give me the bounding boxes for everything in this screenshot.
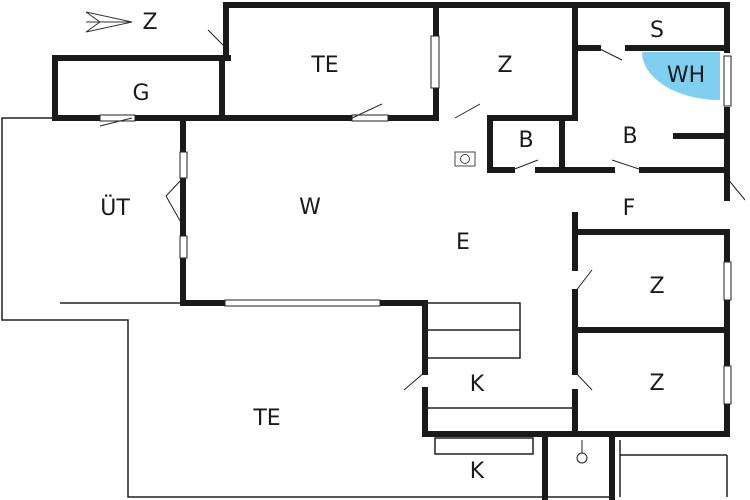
drain-symbol [576, 440, 588, 464]
room-label-g: G [132, 81, 149, 106]
room-label-z-top: Z [497, 53, 512, 78]
terrace-outline [1, 117, 548, 498]
compass-label: Z [142, 10, 157, 35]
room-label-te-top: TE [310, 53, 338, 78]
interior-lines [424, 302, 728, 498]
room-label-s: S [650, 18, 664, 43]
room-label-b-small: B [518, 128, 533, 153]
room-label-ut: ÜT [100, 195, 130, 221]
wh-area [642, 52, 720, 100]
room-label-k-lower: K [470, 459, 485, 484]
room-label-b-right: B [622, 124, 637, 149]
room-label-k-upper: K [470, 372, 485, 397]
north-arrow-icon [85, 11, 133, 33]
room-label-z-mid: Z [649, 274, 664, 299]
room-label-f: F [623, 196, 636, 221]
room-label-e: E [456, 230, 470, 255]
walls [52, 2, 730, 500]
room-label-z-bottom: Z [649, 371, 664, 396]
windows [99, 35, 732, 405]
stove-symbol [454, 151, 476, 167]
room-label-w: W [299, 195, 321, 220]
room-label-te-bottom: TE [252, 406, 280, 431]
room-label-wh: WH [667, 63, 705, 88]
doors [99, 29, 746, 391]
